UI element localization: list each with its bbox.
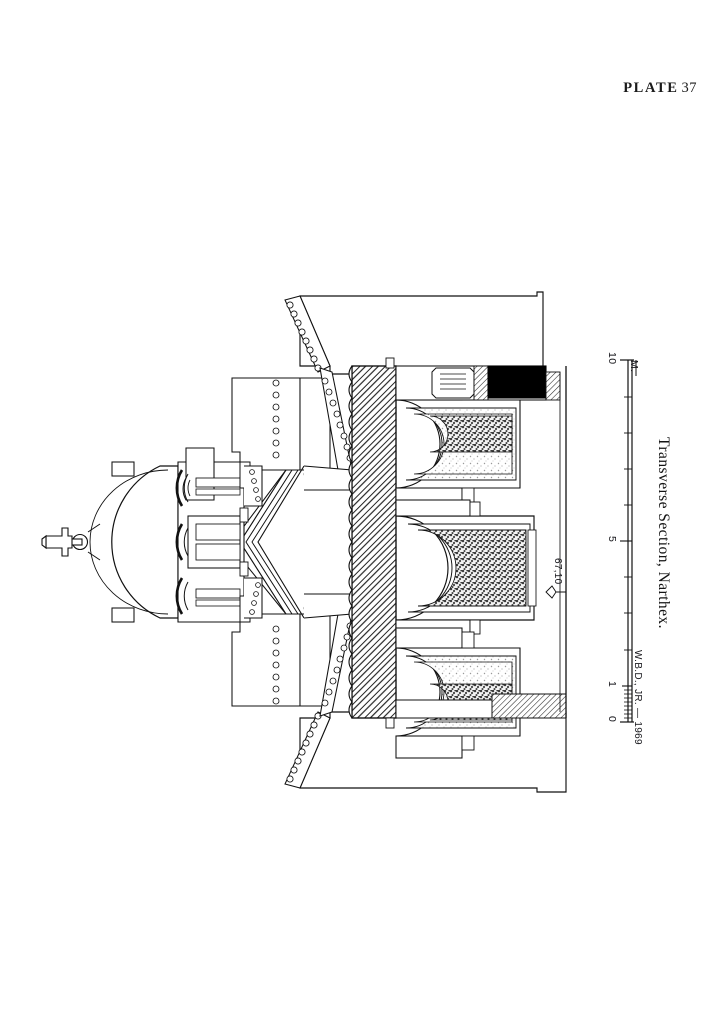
scale-tick-label-0: 0 [606,716,618,723]
scale-tick-label-1: 1 [606,681,618,688]
dome-window-middle [187,515,241,569]
upper-roof-group [284,291,544,375]
lower-plinth [385,693,567,729]
dome-group [89,461,179,623]
plate-label: PLATE [623,80,679,96]
upper-side-roof [231,367,354,471]
scale-tick-label-10: 10 [606,352,618,365]
scale-bar [620,359,637,723]
vault-bay-central [395,499,537,637]
dome-window-top [182,447,241,501]
vault-bay-upper [395,379,521,511]
outer-wall-face [559,366,567,718]
clerestory-upper [385,357,561,401]
dimension-label: 67,10 [552,558,563,585]
figure-caption: Transverse Section, Narthex. [655,437,672,629]
scale-tick-label-5: 5 [606,536,618,543]
cross-finial [41,523,101,561]
window-void-black [487,365,547,399]
cut-masonry-wall [348,365,397,719]
dimension-leader [545,580,567,599]
column-in-section [431,367,475,399]
scale-unit-label: M. [628,360,640,373]
draughtsman-credit: W.B.D., JR. — 1969 [632,650,643,745]
plate-number: 37 [681,80,697,96]
roof-tile-ends-upper [286,301,322,372]
dome-drum-windows [175,447,263,623]
roof-tile-ends-lower [286,712,322,783]
dome-window-bottom [195,588,241,607]
lower-side-roof [231,613,354,717]
